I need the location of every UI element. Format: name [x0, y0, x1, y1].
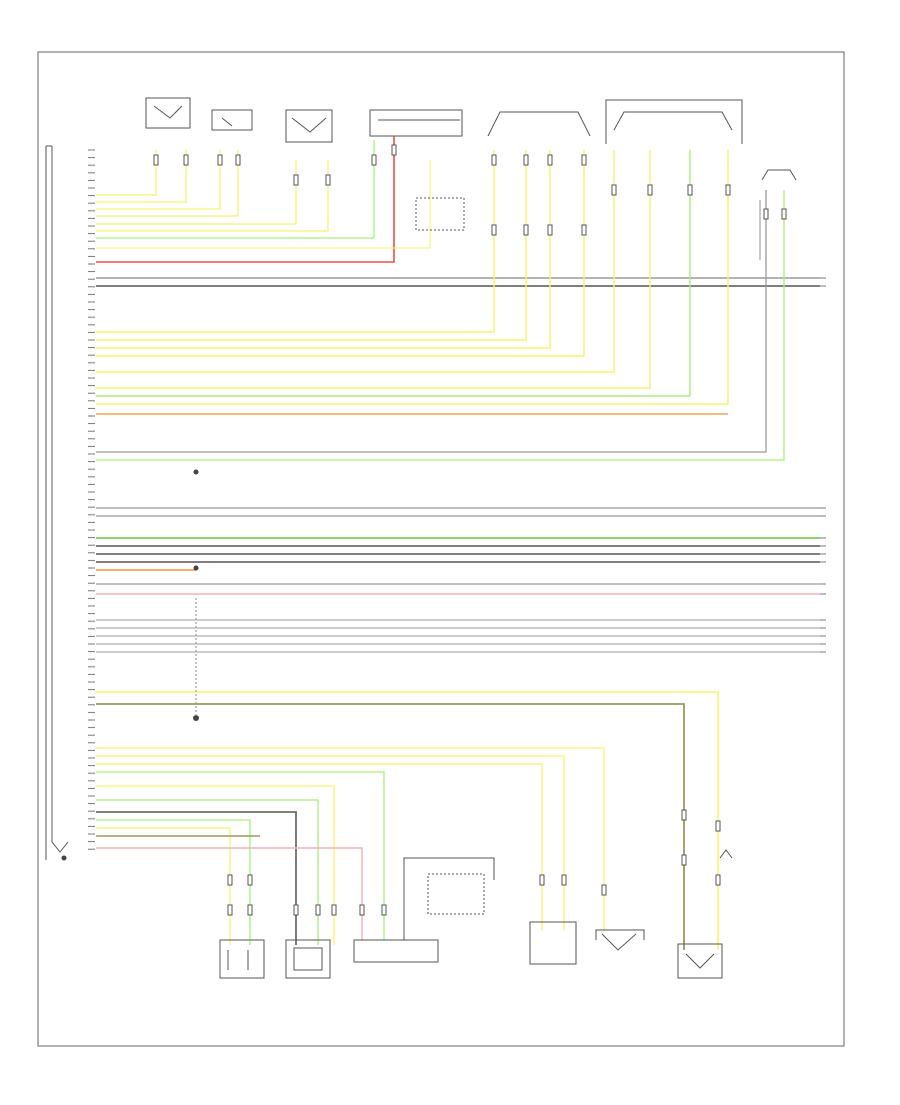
wire-15 — [96, 150, 585, 357]
wire-16 — [96, 150, 615, 373]
top-component-7 — [415, 197, 465, 231]
connector-pin-5 — [293, 174, 299, 186]
wire-17 — [96, 150, 651, 389]
connector-pin-23 — [227, 874, 233, 886]
bottom-component-6 — [595, 929, 645, 951]
connector-pin-6 — [325, 174, 331, 186]
connector-pin-22 — [781, 208, 787, 220]
connector-pin-37 — [715, 820, 721, 832]
top-component-4 — [369, 109, 463, 137]
wire-14 — [96, 150, 551, 349]
wire-47 — [96, 827, 231, 945]
splice-point-3 — [193, 715, 199, 721]
connector-pin-3 — [217, 154, 223, 166]
bottom-component-7 — [677, 943, 723, 979]
wire-13 — [96, 150, 527, 341]
splice-point-2 — [193, 565, 199, 571]
bottom-component-4 — [403, 857, 495, 940]
connector-pin-36 — [681, 854, 687, 866]
connector-pin-27 — [293, 904, 299, 916]
ground-symbol — [719, 849, 733, 859]
connector-pin-1 — [153, 154, 159, 166]
connector-pin-31 — [381, 904, 387, 916]
top-component-2 — [211, 109, 253, 131]
wire-5 — [96, 160, 297, 225]
top-component-5 — [487, 111, 591, 137]
connector-pin-14 — [547, 224, 553, 236]
connector-pin-29 — [331, 904, 337, 916]
pin-ticks — [88, 149, 95, 850]
wire-8 — [96, 136, 395, 263]
wire-37 — [96, 691, 719, 950]
wire-42 — [96, 771, 385, 940]
connector-pin-26 — [247, 904, 253, 916]
connector-pin-30 — [359, 904, 365, 916]
wire-19 — [96, 150, 729, 405]
connector-pin-19 — [687, 184, 693, 196]
connector-pin-7 — [371, 154, 377, 166]
wire-49 — [96, 847, 363, 940]
connector-pin-32 — [539, 874, 545, 886]
connector-pin-12 — [523, 224, 529, 236]
connector-pin-15 — [581, 154, 587, 166]
connector-pin-9 — [491, 154, 497, 166]
connector-pin-34 — [601, 884, 607, 896]
bottom-components — [219, 857, 723, 979]
splice-point-1 — [193, 469, 199, 475]
wire-3 — [96, 150, 221, 210]
diagram-frame — [37, 51, 845, 1047]
connector-pin-4 — [235, 154, 241, 166]
top-component-1 — [145, 97, 191, 129]
top-component-8 — [761, 169, 797, 181]
top-components — [145, 97, 797, 231]
ground-point — [61, 855, 67, 861]
connector-pin-20 — [725, 184, 731, 196]
wire-44 — [96, 799, 319, 945]
wire-12 — [96, 150, 495, 333]
wire-43 — [96, 785, 335, 945]
wire-39 — [96, 747, 605, 932]
wire-21 — [96, 190, 767, 453]
wire-40 — [96, 755, 565, 930]
connector-pin-33 — [561, 874, 567, 886]
connector-pin-38 — [715, 874, 721, 886]
connector-pin-8 — [391, 144, 397, 156]
connector-pin-24 — [227, 904, 233, 916]
connector-pin-2 — [183, 154, 189, 166]
wire-2 — [96, 150, 187, 203]
connector-pin-28 — [315, 904, 321, 916]
connector-pin-35 — [681, 809, 687, 821]
wire-18 — [96, 150, 691, 397]
connector-pin-25 — [247, 874, 253, 886]
wire-7 — [96, 140, 375, 239]
connector-pin-13 — [547, 154, 553, 166]
wire-38 — [96, 703, 685, 950]
wire-46 — [96, 819, 251, 945]
bottom-component-2 — [285, 939, 331, 979]
connector-pin-17 — [611, 184, 617, 196]
bottom-component-3 — [353, 939, 439, 963]
wire-45 — [96, 811, 297, 945]
connector-pin-18 — [647, 184, 653, 196]
bottom-component-1 — [219, 939, 265, 979]
wire-9 — [96, 160, 431, 249]
bottom-component-5 — [529, 921, 577, 965]
wire-4 — [96, 150, 239, 217]
wire-1 — [96, 150, 157, 196]
connector-pin-21 — [763, 208, 769, 220]
connector-pin-16 — [581, 224, 587, 236]
wires — [96, 136, 826, 950]
main-module — [45, 145, 69, 861]
top-component-6 — [605, 99, 743, 144]
top-component-3 — [285, 109, 333, 143]
connector-pin-11 — [523, 154, 529, 166]
wire-22 — [96, 190, 785, 461]
connector-pin-10 — [491, 224, 497, 236]
